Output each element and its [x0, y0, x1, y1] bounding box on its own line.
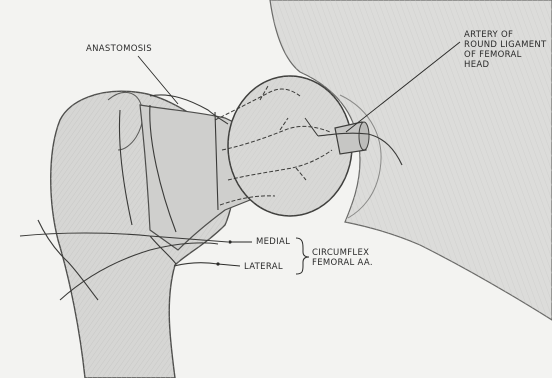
- medial-label: MEDIAL: [256, 237, 290, 247]
- round-ligament-label-line-4: HEAD: [464, 60, 547, 70]
- circumflex-label-line-2: FEMORAL AA.: [312, 258, 373, 268]
- circumflex-label-line-1: CIRCUMFLEX: [312, 248, 373, 258]
- anastomosis-label: ANASTOMOSIS: [86, 44, 152, 54]
- round-ligament-label-line-3: OF FEMORAL: [464, 50, 547, 60]
- round-ligament-artery-label: ARTERY OF ROUND LIGAMENT OF FEMORAL HEAD: [464, 30, 547, 70]
- round-ligament-label-line-2: ROUND LIGAMENT: [464, 40, 547, 50]
- circumflex-femoral-label: CIRCUMFLEX FEMORAL AA.: [312, 248, 373, 268]
- lateral-label: LATERAL: [244, 262, 283, 272]
- round-ligament-label-line-1: ARTERY OF: [464, 30, 547, 40]
